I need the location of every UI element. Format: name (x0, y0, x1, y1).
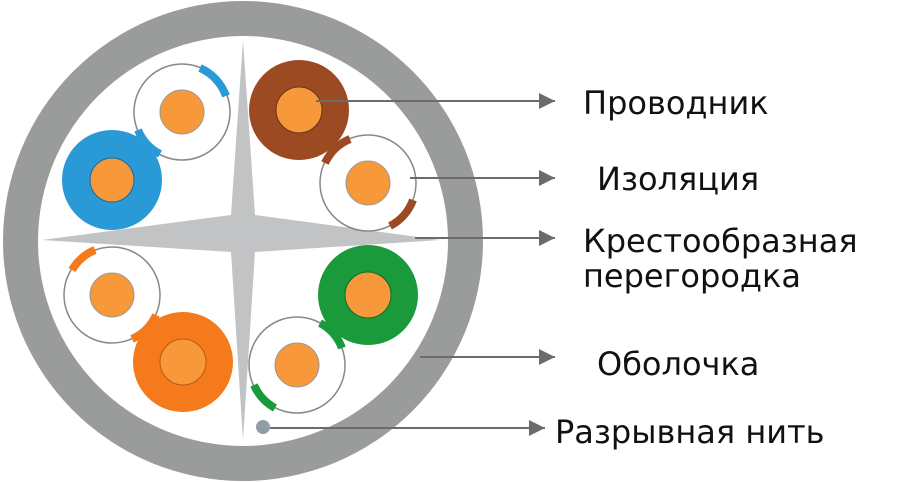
conductor-white-blue (133, 63, 231, 161)
conductor-white-brown (319, 134, 417, 232)
conductor-brown (249, 60, 349, 160)
label-jacket: Оболочка (597, 345, 759, 383)
conductor-green (318, 245, 418, 345)
label-separator-line1: Крестообразная (583, 222, 858, 260)
label-separator-line2: перегородка (583, 257, 801, 295)
cross-separator (42, 40, 440, 440)
ripcord (256, 420, 270, 434)
conductor-blue (62, 130, 162, 230)
conductor-white-green (248, 316, 346, 414)
conductor-orange (133, 312, 233, 412)
label-insulation: Изоляция (597, 160, 759, 198)
label-conductor: Проводник (583, 84, 769, 122)
conductor-white-orange (63, 246, 161, 344)
label-ripcord: Разрывная нить (555, 413, 825, 451)
